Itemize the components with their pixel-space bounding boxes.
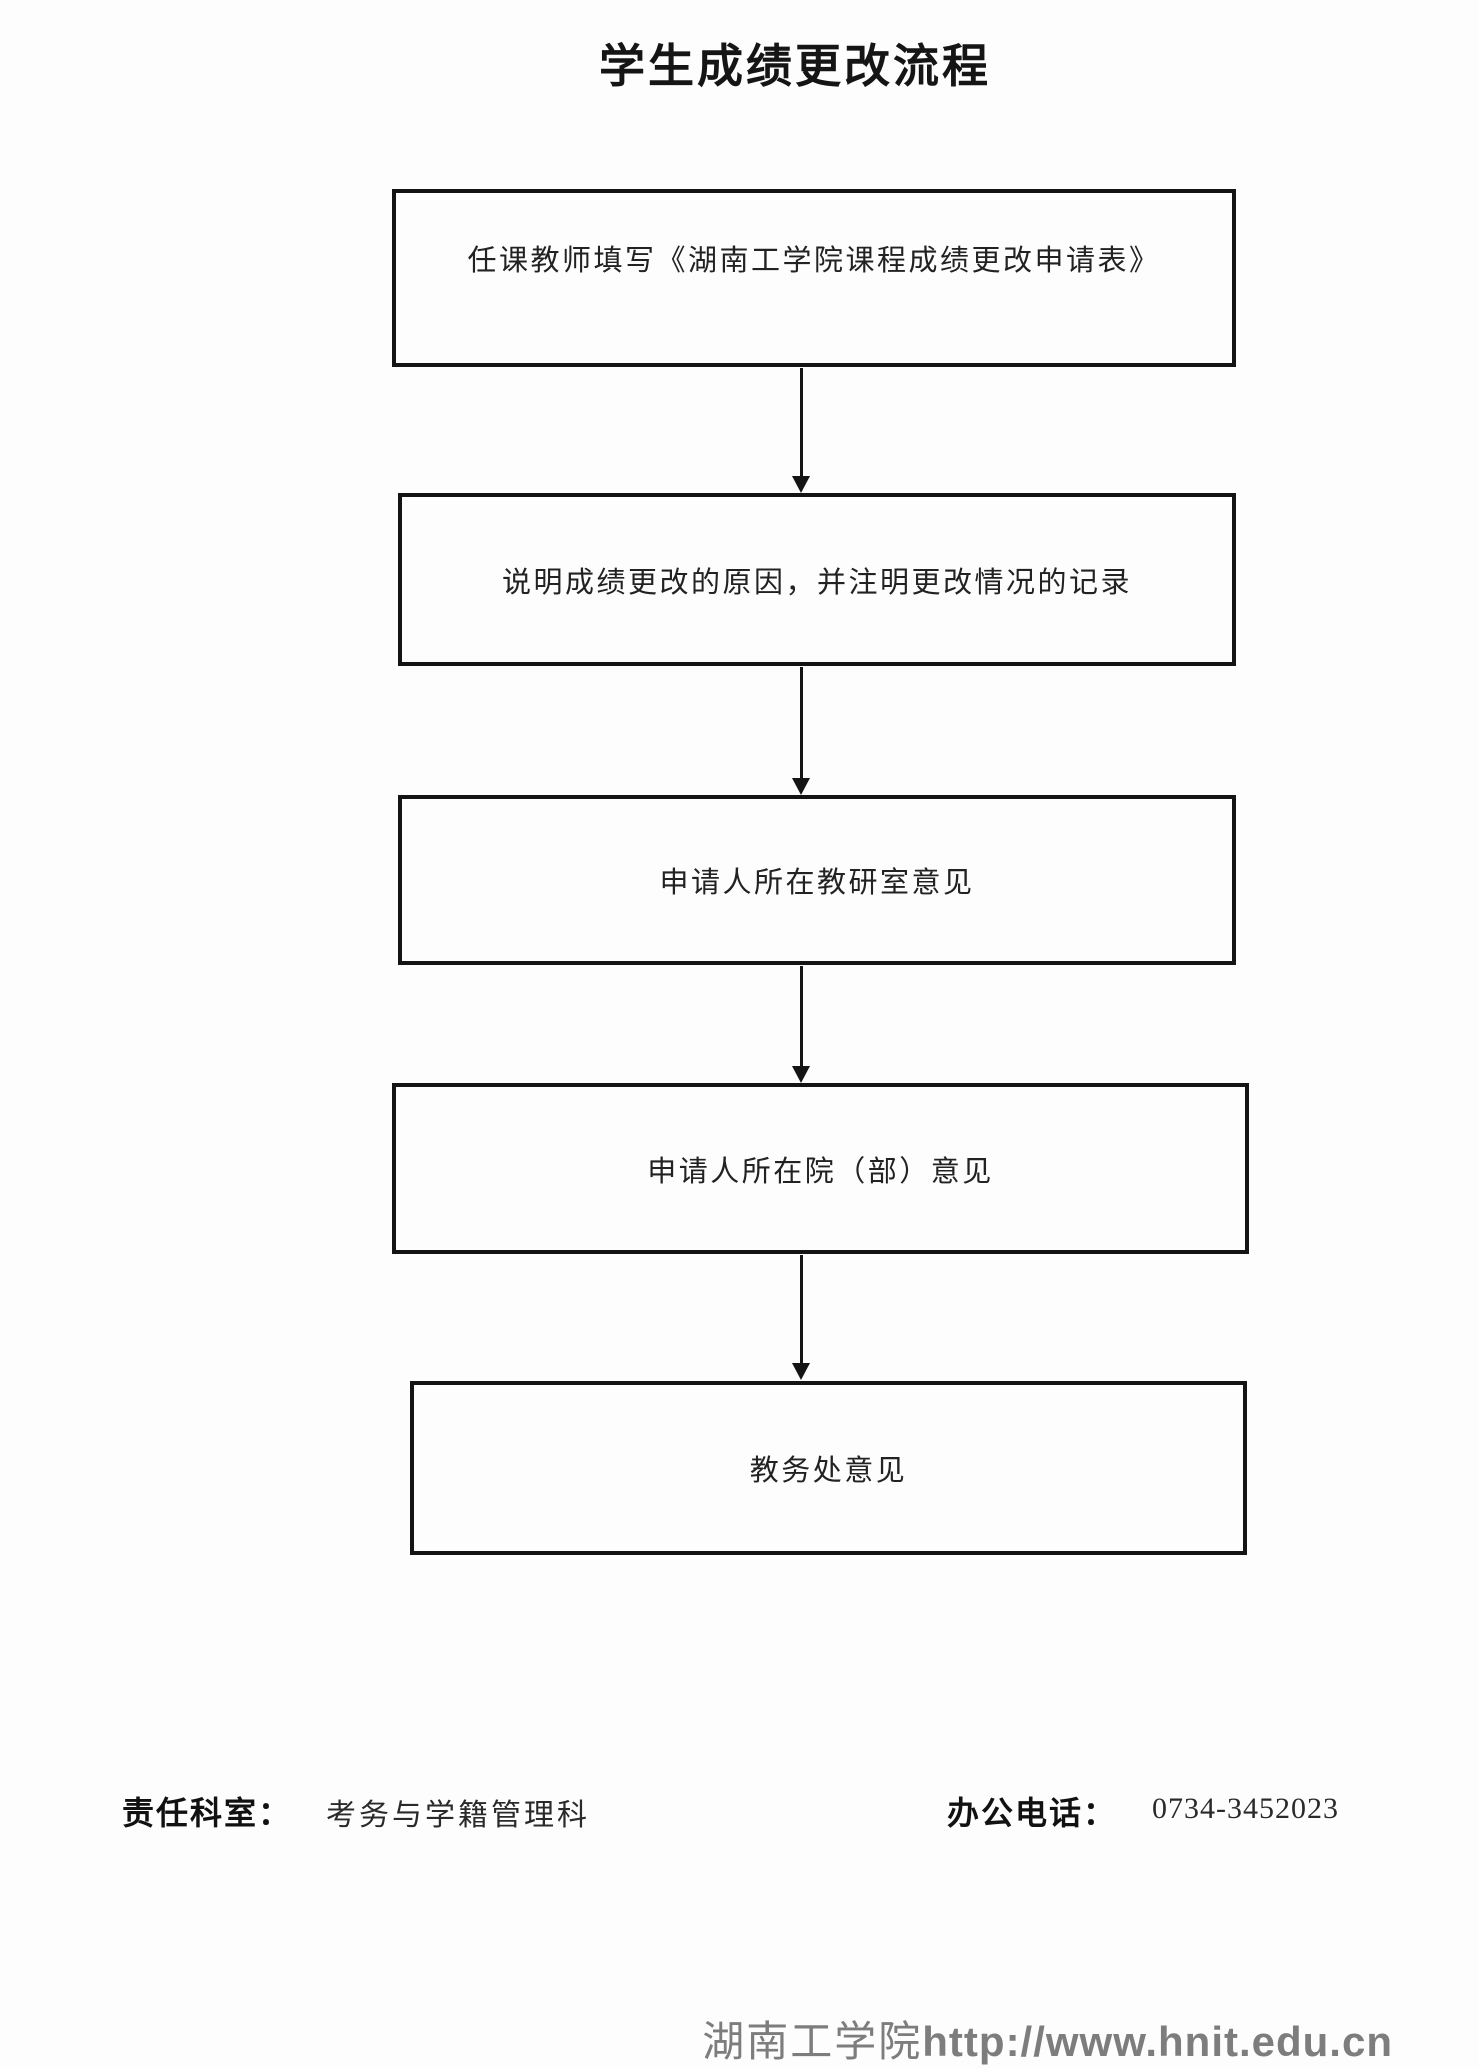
flow-node-academic-affairs-opinion: 教务处意见 (410, 1381, 1247, 1555)
arrow-down-icon (792, 368, 810, 493)
site-url: http://www.hnit.edu.cn (922, 2018, 1393, 2065)
arrow-down-icon (792, 667, 810, 795)
arrow-head (792, 1363, 810, 1380)
responsible-dept-value: 考务与学籍管理科 (326, 1799, 590, 1832)
flow-node-label: 申请人所在院（部）意见 (647, 1155, 994, 1188)
flow-node-label: 教务处意见 (749, 1455, 908, 1487)
org-name: 湖南工学院 (702, 2020, 923, 2066)
flow-node-label: 说明成绩更改的原因，并注明更改情况的记录 (501, 566, 1132, 599)
flow-node-label: 任课教师填写《湖南工学院课程成绩更改申请表》 (467, 245, 1161, 277)
site-footer: 湖南工学院http://www.hnit.edu.cn (702, 2008, 1393, 2069)
office-phone-label: 办公电话： (947, 1795, 1118, 1831)
arrow-line (799, 1255, 803, 1363)
arrow-head (792, 476, 810, 493)
arrow-line (799, 667, 803, 778)
arrow-down-icon (792, 1255, 810, 1380)
flow-node-teacher-fills-form: 任课教师填写《湖南工学院课程成绩更改申请表》 (392, 189, 1236, 367)
arrow-head (792, 1066, 810, 1083)
flow-node-explain-reason: 说明成绩更改的原因，并注明更改情况的记录 (398, 493, 1236, 666)
flow-node-college-opinion: 申请人所在院（部）意见 (392, 1083, 1249, 1254)
flow-node-label: 申请人所在教研室意见 (659, 867, 975, 899)
page-title: 学生成绩更改流程 (599, 40, 991, 92)
arrow-down-icon (792, 966, 810, 1083)
responsible-dept-label: 责任科室： (122, 1795, 293, 1831)
arrow-head (792, 778, 810, 795)
arrow-line (799, 966, 803, 1066)
arrow-line (799, 368, 803, 476)
flow-node-teaching-office-opinion: 申请人所在教研室意见 (398, 795, 1236, 965)
office-phone-value: 0734-3452023 (1152, 1792, 1339, 1825)
